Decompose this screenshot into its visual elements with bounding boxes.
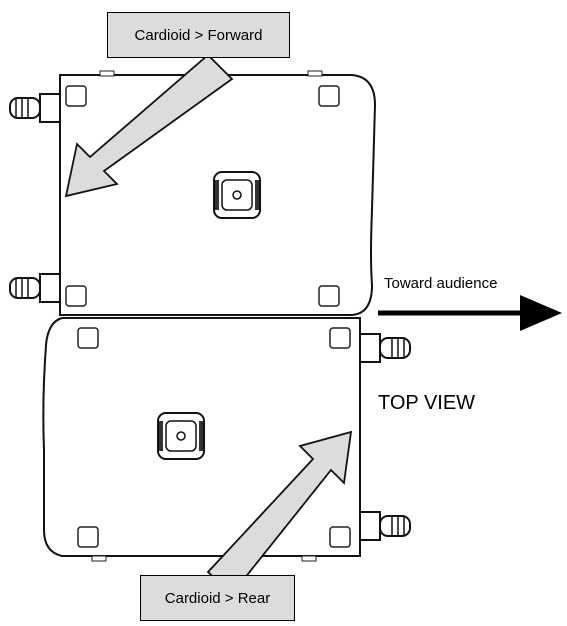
handle-icon	[9, 273, 61, 303]
handle-icon	[9, 93, 61, 123]
foot-icon	[77, 526, 99, 548]
cardioid-forward-arrow-icon	[64, 53, 234, 198]
audience-arrow-icon	[378, 295, 562, 331]
handle-icon	[359, 511, 411, 541]
pole-cup-icon	[213, 171, 261, 219]
cardioid-forward-callout: Cardioid > Forward	[107, 12, 290, 58]
foot-icon	[65, 85, 87, 107]
cardioid-rear-callout: Cardioid > Rear	[140, 575, 295, 621]
cardioid-rear-arrow-icon	[206, 430, 353, 596]
foot-icon	[65, 285, 87, 307]
toward-audience-label: Toward audience	[384, 275, 498, 292]
foot-icon	[318, 285, 340, 307]
cardioid-forward-label: Cardioid > Forward	[134, 26, 263, 44]
handle-icon	[359, 333, 411, 363]
lower-cabinet	[42, 317, 411, 562]
foot-icon	[77, 327, 99, 349]
foot-icon	[318, 85, 340, 107]
pole-cup-icon	[157, 412, 205, 460]
cardioid-rear-label: Cardioid > Rear	[164, 589, 271, 607]
top-view-label: TOP VIEW	[378, 392, 476, 414]
foot-icon	[329, 327, 351, 349]
foot-icon	[329, 526, 351, 548]
